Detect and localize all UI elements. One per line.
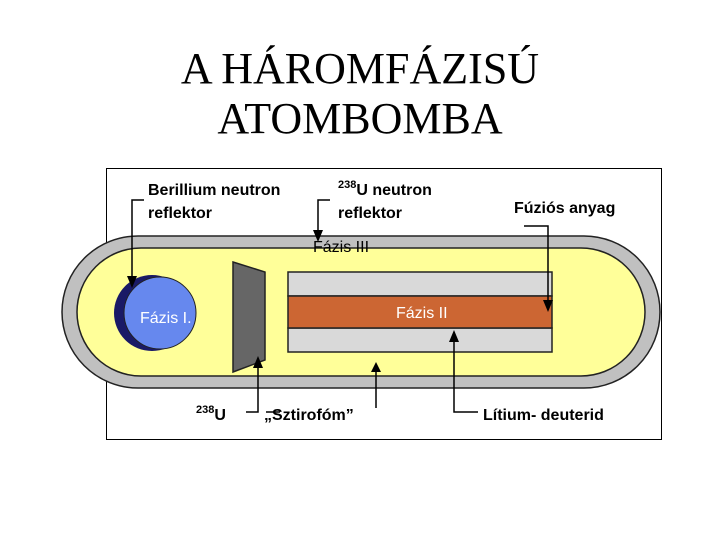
lithium-leader — [453, 340, 478, 413]
label-phase1: Fázis I. — [140, 310, 192, 327]
label-fusion: Fúziós anyag — [514, 200, 615, 217]
label-phase2: Fázis II — [396, 305, 448, 322]
u238-plate — [232, 260, 266, 374]
fusion-layer-bottom — [287, 327, 553, 353]
fusion-arrow — [543, 300, 553, 312]
label-u238-bottom: 238U — [196, 404, 226, 424]
phase1-sphere — [123, 276, 197, 350]
title-line-2: ATOMBOMBA — [217, 94, 503, 143]
page-title: A HÁROMFÁZISÚ ATOMBOMBA — [0, 44, 720, 144]
u238-reflector-arrow — [313, 230, 323, 242]
phase2-core — [287, 295, 553, 329]
label-u238-reflector-line1: 238U neutron — [338, 179, 432, 199]
label-u238-main: U neutron — [356, 182, 432, 199]
label-lithium: Lítium- deuterid — [483, 407, 604, 424]
title-line-1: A HÁROMFÁZISÚ — [180, 44, 540, 93]
beryllium-leader — [131, 199, 144, 278]
fusion-layer-top — [287, 271, 553, 297]
label-styrofoam: „Sztirofóm” — [264, 407, 354, 424]
label-u238-bottom-main: U — [214, 407, 226, 424]
label-u238-sup: 238 — [338, 179, 356, 191]
beryllium-arrow — [127, 276, 137, 288]
label-u238-bottom-sup: 238 — [196, 404, 214, 416]
u238-bottom-arrow — [253, 356, 263, 368]
lithium-arrow — [449, 330, 459, 342]
label-phase3: Fázis III — [313, 239, 369, 256]
label-beryllium-line1: Berillium neutron — [148, 182, 280, 199]
label-u238-reflector-line2: reflektor — [338, 205, 402, 222]
label-beryllium-line2: reflektor — [148, 205, 212, 222]
fusion-leader — [524, 225, 549, 302]
u238-bottom-leader — [246, 366, 259, 413]
u238-reflector-leader — [317, 199, 330, 232]
styrofoam-arrow — [371, 362, 381, 372]
